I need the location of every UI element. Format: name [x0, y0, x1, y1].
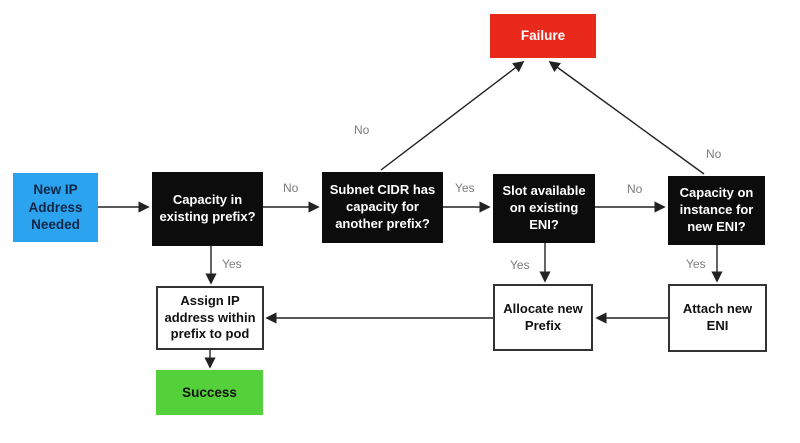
node-attach-new-eni: Attach new ENI [668, 284, 767, 352]
edge-label-yes-capacity-to-assign: Yes [222, 257, 242, 271]
node-attach-new-eni-label: Attach new ENI [682, 301, 753, 333]
node-success-label: Success [182, 384, 237, 400]
node-new-ip-needed-label: New IP Address Needed [28, 182, 83, 233]
edge-label-no-slot-to-capacityeni: No [627, 182, 643, 196]
node-new-ip-needed: New IP Address Needed [13, 173, 98, 242]
edge-label-no-subnet-to-failure: No [354, 123, 370, 137]
node-allocate-new-prefix-label: Allocate new Prefix [503, 300, 583, 333]
node-failure: Failure [490, 14, 596, 58]
node-subnet-cidr-capacity: Subnet CIDR has capacity for another pre… [322, 172, 443, 243]
node-success: Success [156, 370, 263, 415]
node-capacity-existing-prefix: Capacity in existing prefix? [152, 172, 263, 246]
node-capacity-existing-prefix-label: Capacity in existing prefix? [159, 192, 256, 224]
node-slot-available-eni-label: Slot available on existing ENI? [502, 183, 586, 232]
node-capacity-new-eni: Capacity on instance for new ENI? [668, 176, 765, 245]
node-subnet-cidr-capacity-label: Subnet CIDR has capacity for another pre… [329, 182, 436, 231]
node-capacity-new-eni-label: Capacity on instance for new ENI? [679, 185, 754, 234]
node-assign-ip: Assign IP address within prefix to pod [156, 286, 264, 350]
edge-label-no-capacity-to-subnet: No [283, 181, 299, 195]
node-allocate-new-prefix: Allocate new Prefix [493, 284, 593, 351]
edge-label-yes-slot-to-allocate: Yes [510, 258, 530, 272]
node-assign-ip-label: Assign IP address within prefix to pod [164, 292, 256, 342]
arrow-subnet-to-failure [380, 60, 525, 171]
node-slot-available-eni: Slot available on existing ENI? [493, 174, 595, 243]
edge-label-yes-subnet-to-slot: Yes [455, 181, 475, 195]
arrow-capacityeni-to-failure [548, 61, 705, 175]
edge-label-yes-capacityeni-to-attach: Yes [686, 257, 706, 271]
node-failure-label: Failure [520, 28, 566, 44]
edge-label-no-capacityeni-to-failure: No [706, 147, 722, 161]
